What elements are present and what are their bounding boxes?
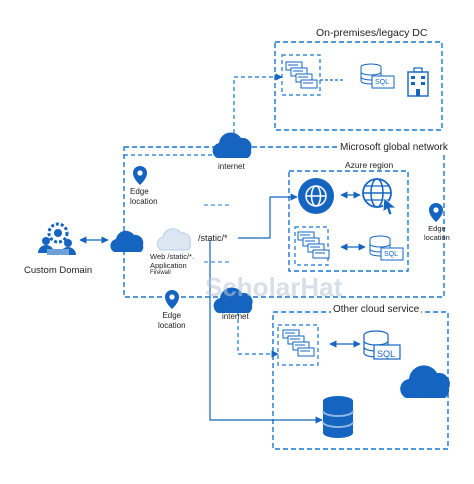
watermark: ScholarHat: [205, 272, 343, 302]
sql-azure-label: SQL: [384, 251, 399, 258]
microsoft-network-title: Microsoft global network: [338, 142, 450, 153]
other-cloud-icon: [400, 365, 450, 398]
waf-label-line3: Firewall: [150, 270, 171, 276]
azure-app-group-frame: [294, 226, 329, 266]
location-pin-icon: [429, 203, 443, 222]
sql-onprem-label: SQL: [375, 79, 390, 86]
waf-label-line1: Web /static/*.: [150, 252, 195, 261]
database-icon: [363, 330, 401, 360]
static-path-label: /static/*: [198, 233, 228, 243]
globe-cursor-icon: [362, 178, 398, 216]
edge-location-right-label: Edge location: [424, 224, 450, 242]
server-rack-icon: [282, 329, 315, 357]
internet-top-label: internet: [218, 162, 245, 171]
onprem-dc-frame: [274, 41, 443, 131]
cloud-to-storage-arrow: [209, 240, 323, 424]
internet-cloud-bottom-icon: [213, 287, 253, 313]
other-cloud-app-group-frame: [277, 324, 319, 366]
onprem-title: On-premises/legacy DC: [316, 27, 428, 39]
building-icon: [407, 67, 429, 97]
internet-bottom-label: internet: [222, 312, 249, 321]
waf-label-line2: Application: [150, 261, 187, 270]
location-pin-icon: [133, 166, 147, 185]
other-cloud-title: Other cloud service: [331, 304, 422, 315]
waf-cloud-icon: [156, 228, 191, 251]
cloud-icon: [110, 230, 144, 252]
cylinder-storage-icon: [322, 396, 354, 438]
sql-other-label: SQL: [377, 349, 396, 359]
edge-location-left-label: Edge location: [130, 187, 158, 206]
static-to-azure-arrow: [238, 193, 298, 239]
internet-cloud-top-icon: [212, 132, 252, 158]
server-rack-icon: [297, 231, 330, 259]
azure-region-frame: [288, 170, 409, 272]
server-rack-icon: [285, 61, 318, 89]
custom-domain-label: Custom Domain: [24, 265, 93, 276]
cloud-to-other-cloud-connector: [237, 305, 279, 358]
gear-people-icon: [38, 222, 76, 255]
azure-region-title: Azure region: [345, 160, 394, 170]
globe-icon: [298, 178, 334, 214]
location-pin-icon: [165, 290, 179, 309]
internet-to-onprem-connector: [233, 73, 283, 133]
edge-location-bottom-label: Edge location: [158, 311, 186, 330]
microsoft-network-frame: [123, 146, 445, 298]
